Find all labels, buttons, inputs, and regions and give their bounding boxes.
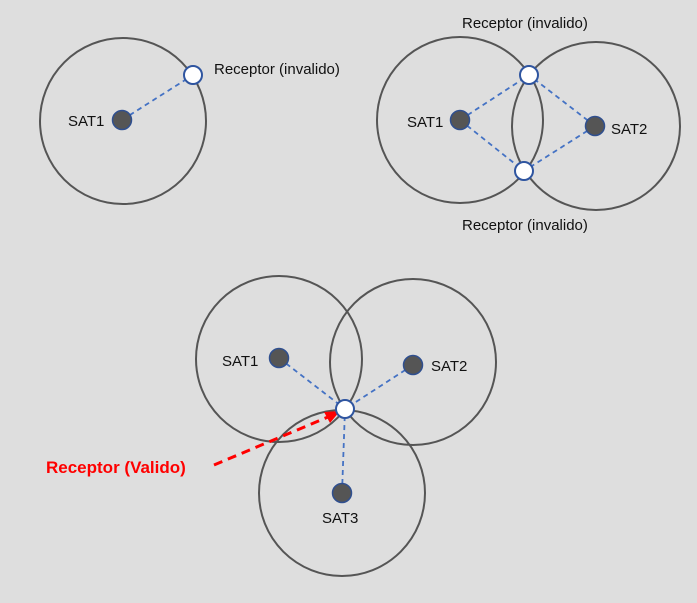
sat1-range-circle: [376, 36, 544, 204]
receptor-dot: [335, 399, 355, 419]
sat1-dot: [449, 109, 471, 131]
receptor-label: Receptor (invalido): [214, 61, 340, 78]
valid-receptor-label: Receptor (Valido): [46, 458, 186, 477]
sat3-receptor-link: [341, 408, 346, 494]
sat2-label: SAT2: [431, 358, 467, 375]
sat1-range-circle: [39, 37, 207, 205]
sat1-range-circle: [195, 275, 363, 443]
arrow-head-icon: [324, 411, 340, 423]
sat1-receptor-top-link: [459, 74, 530, 121]
sat2-label: SAT2: [611, 121, 647, 138]
valid-receptor-arrow: [213, 415, 329, 467]
receptor-bottom-label: Receptor (invalido): [462, 217, 588, 234]
sat3-dot: [331, 482, 353, 504]
sat2-dot: [584, 115, 606, 137]
sat1-receptor-link: [121, 74, 194, 121]
diagram-one-satellite: SAT1 Receptor (invalido): [39, 37, 340, 205]
receptor-dot: [183, 65, 203, 85]
sat2-dot: [402, 354, 424, 376]
receptor-bottom-dot: [514, 161, 534, 181]
sat1-receptor-link: [278, 357, 346, 410]
sat1-label: SAT1: [222, 353, 258, 370]
sat3-label: SAT3: [322, 510, 358, 527]
sat2-range-circle: [511, 41, 681, 211]
sat2-receptor-top-link: [528, 74, 596, 127]
sat1-label: SAT1: [68, 113, 104, 130]
sat1-dot: [268, 347, 290, 369]
receptor-top-label: Receptor (invalido): [462, 15, 588, 32]
sat2-range-circle: [329, 278, 497, 446]
sat1-dot: [111, 109, 133, 131]
sat1-label: SAT1: [407, 114, 443, 131]
sat2-receptor-link: [344, 364, 414, 410]
sat1-receptor-bottom-link: [459, 119, 525, 172]
diagram-two-satellites: SAT1 SAT2 Receptor (invalido) Receptor (…: [376, 15, 681, 234]
sat2-receptor-bottom-link: [523, 125, 596, 172]
receptor-top-dot: [519, 65, 539, 85]
diagram-three-satellites: SAT1 SAT2 SAT3 Receptor (Valido): [46, 275, 497, 577]
